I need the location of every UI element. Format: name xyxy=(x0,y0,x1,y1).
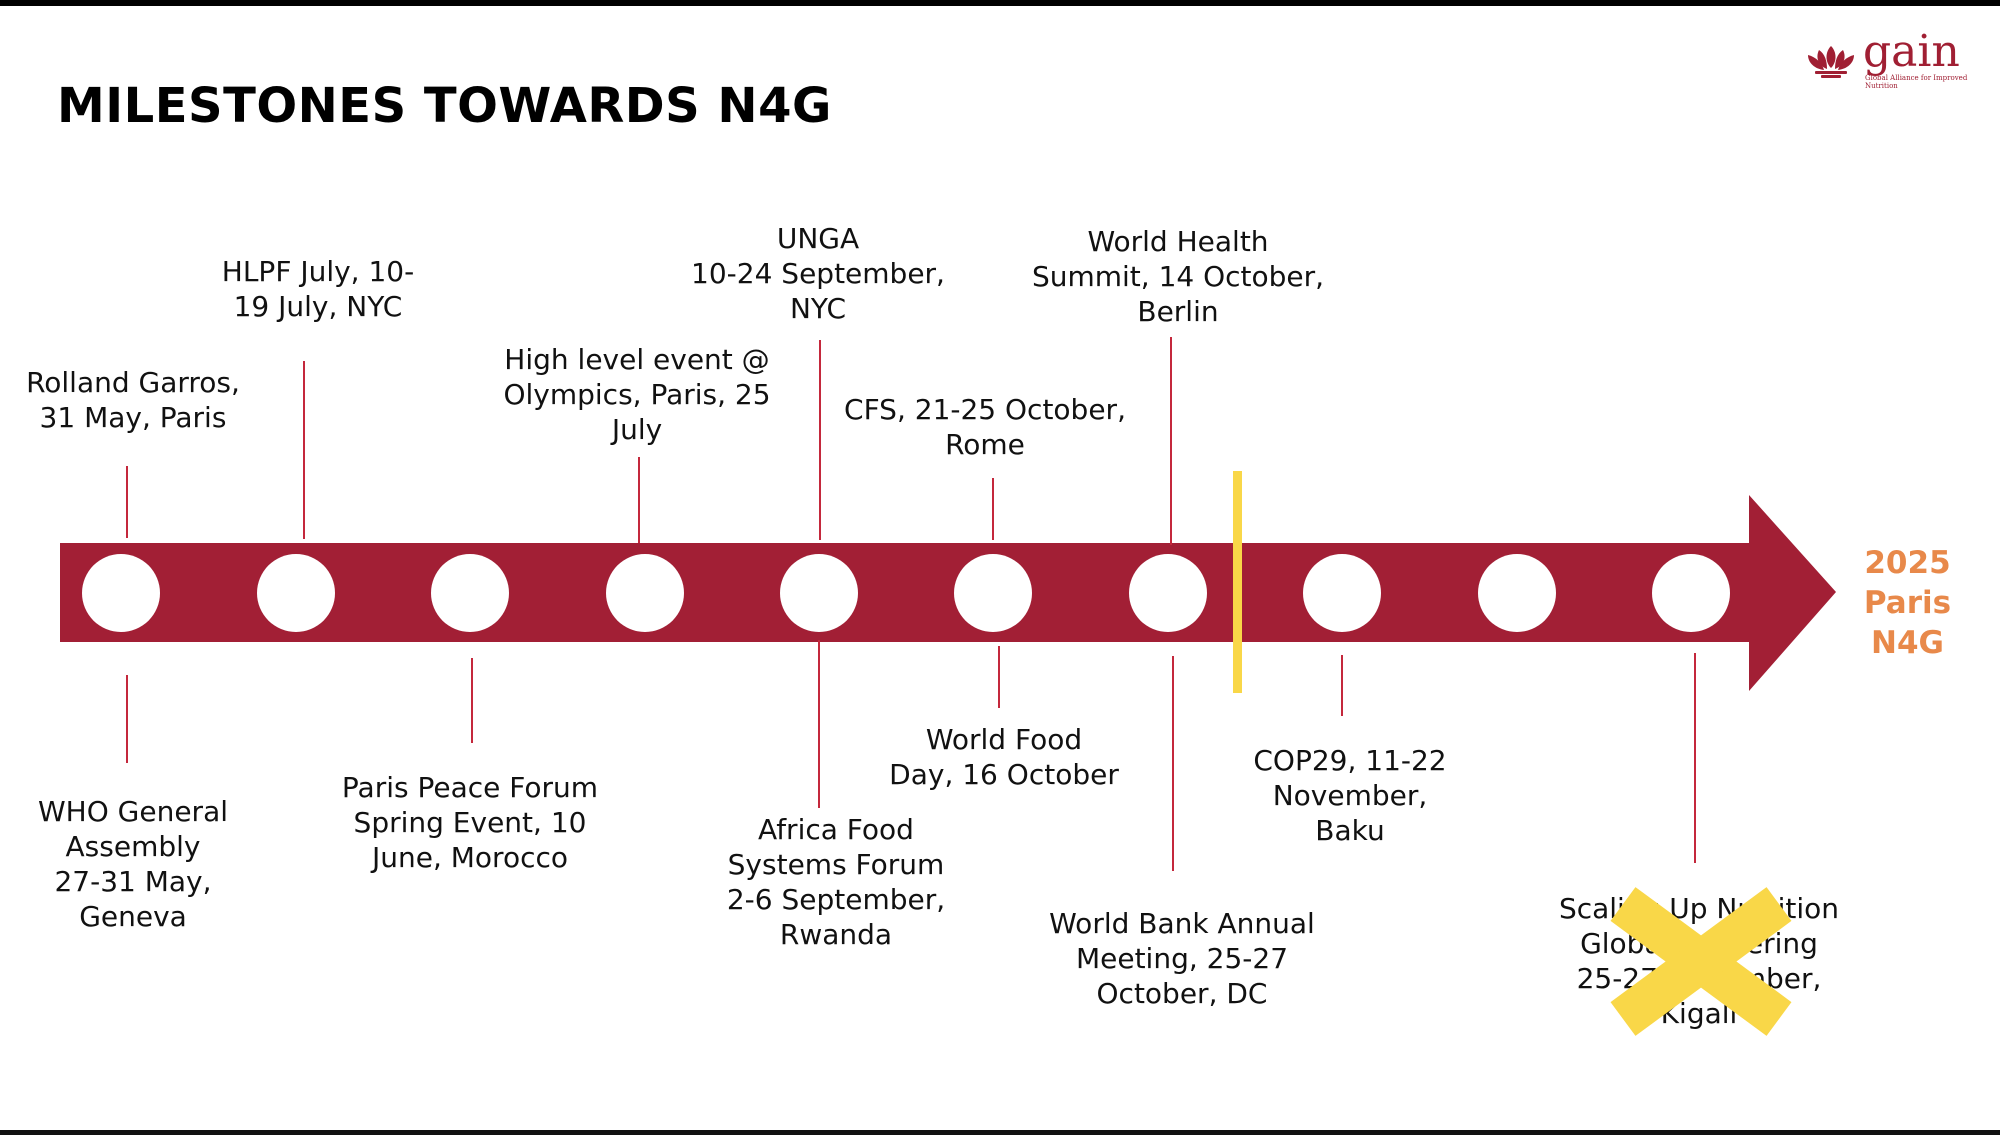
milestone-label: High level event @ Olympics, Paris, 25 J… xyxy=(503,343,771,446)
milestone-label: HLPF July, 10- 19 July, NYC xyxy=(221,255,415,323)
milestone-label: World Food Day, 16 October xyxy=(889,723,1119,791)
milestone-label: WHO General Assembly 27-31 May, Geneva xyxy=(37,795,229,933)
connector-line xyxy=(303,361,305,539)
timeline-node xyxy=(1303,554,1381,632)
timeline-node xyxy=(431,554,509,632)
timeline-node xyxy=(1652,554,1730,632)
timeline-node xyxy=(1129,554,1207,632)
connector-line xyxy=(1341,655,1343,716)
connector-line xyxy=(126,675,128,763)
milestone-label: UNGA 10-24 September, NYC xyxy=(691,222,945,325)
timeline-node xyxy=(780,554,858,632)
timeline-node xyxy=(1478,554,1556,632)
connector-line xyxy=(126,466,128,538)
top-border xyxy=(0,0,2000,6)
milestone-label: Africa Food Systems Forum 2-6 September,… xyxy=(726,813,946,951)
timeline-node xyxy=(82,554,160,632)
wheat-icon xyxy=(1808,46,1854,78)
milestone-label: Paris Peace Forum Spring Event, 10 June,… xyxy=(341,771,599,874)
connector-line xyxy=(638,457,640,543)
milestone-label: Rolland Garros, 31 May, Paris xyxy=(26,366,240,434)
timeline-node xyxy=(606,554,684,632)
milestone-label: CFS, 21-25 October, Rome xyxy=(844,393,1126,461)
milestone-label: World Bank Annual Meeting, 25-27 October… xyxy=(1049,907,1315,1010)
current-date-marker xyxy=(1233,471,1242,693)
logo-wordmark: gain xyxy=(1863,26,1960,77)
destination-event: N4G xyxy=(1871,625,1944,661)
timeline-node xyxy=(954,554,1032,632)
connector-line xyxy=(992,478,994,540)
connector-line xyxy=(818,640,820,808)
connector-line xyxy=(1170,337,1172,545)
destination-year: 2025 xyxy=(1864,545,1951,581)
page-title: MILESTONES TOWARDS N4G xyxy=(57,78,832,134)
connector-line xyxy=(998,646,1000,708)
cancelled-cross-icon xyxy=(1610,887,1792,1036)
milestone-label: World Health Summit, 14 October, Berlin xyxy=(1031,225,1325,328)
connector-line xyxy=(819,340,821,540)
connector-line xyxy=(1172,656,1174,871)
connector-line xyxy=(471,658,473,743)
milestone-label: COP29, 11-22 November, Baku xyxy=(1253,744,1447,847)
destination-label: 2025 Paris N4G xyxy=(1845,543,1970,663)
destination-city: Paris xyxy=(1863,585,1952,621)
bottom-border xyxy=(0,1130,2000,1135)
connector-line xyxy=(1694,653,1696,863)
gain-logo: gain Global Alliance for Improved Nutrit… xyxy=(1805,30,1967,94)
logo-tagline: Global Alliance for Improved Nutrition xyxy=(1865,74,1968,90)
timeline-node xyxy=(257,554,335,632)
